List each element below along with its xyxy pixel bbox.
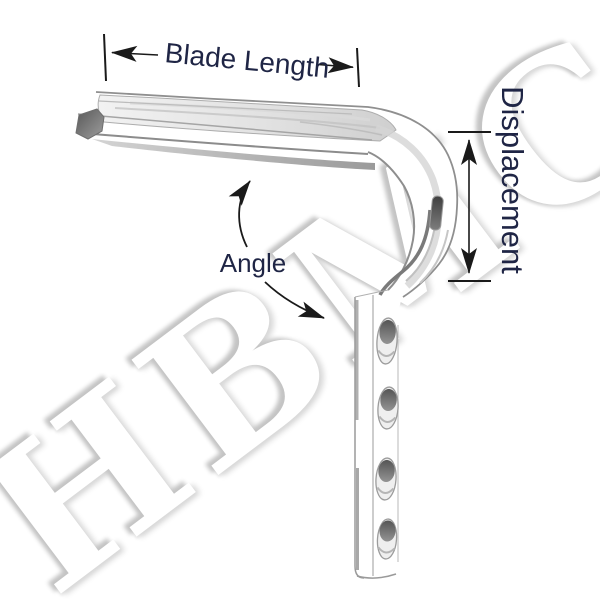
blade-top-edge: [95, 91, 459, 298]
blade-trough-streak: [299, 121, 383, 136]
screw-hole: [376, 518, 398, 560]
plate-top-edge: [354, 289, 389, 298]
screw-hole: [375, 457, 397, 501]
elbow-outer-shade: [419, 229, 449, 284]
elbow-side-slot: [429, 195, 444, 231]
displacement-dimension: Displacement: [448, 86, 530, 282]
blade-plate-illustration: [75, 91, 459, 579]
angle-label: Angle: [220, 248, 287, 278]
blade-length-label: Blade Length: [164, 37, 331, 84]
blade-lip-bottom-edge: [79, 132, 369, 155]
blade-rim-inner-edge: [98, 100, 353, 115]
blade-tip: [75, 108, 105, 140]
dimension-tick: [356, 47, 360, 88]
dimension-arrow-left: [111, 45, 159, 62]
plate-bottom-edge: [356, 573, 397, 579]
blade-trough-streak: [114, 107, 381, 129]
curved-arrow-down: [264, 281, 325, 319]
screw-hole: [376, 317, 398, 365]
curved-arrow-up: [228, 180, 251, 248]
displacement-label: Displacement: [495, 86, 530, 274]
dimension-arrow-right: [317, 57, 354, 74]
instrument-silhouette: [76, 92, 458, 578]
dimension-tick: [103, 33, 107, 82]
neck-twist-ribbon: [378, 209, 432, 296]
blade-lip-top-edge: [77, 113, 373, 141]
screw-hole: [377, 386, 399, 430]
blade-under-shadow: [92, 139, 375, 170]
angle-annotation: Angle: [220, 180, 325, 319]
blade-length-dimension: Blade Length: [103, 33, 360, 88]
